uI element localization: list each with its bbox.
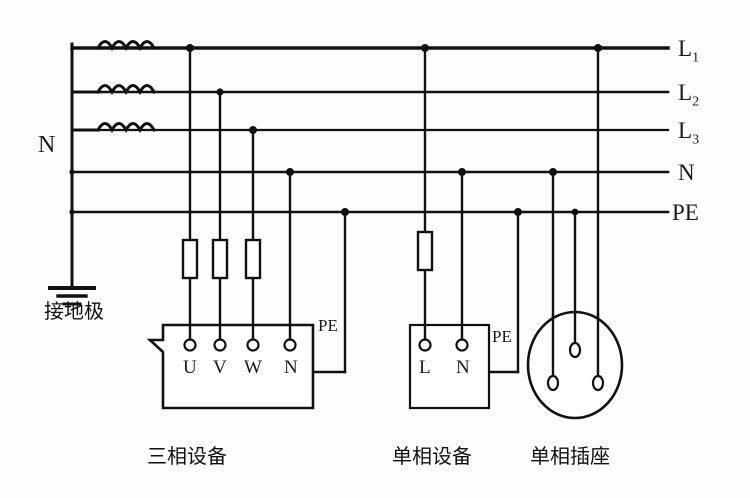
terminal-n-three-phase bbox=[283, 338, 297, 352]
fuse-single-l bbox=[416, 230, 434, 272]
source-neutral-label: N bbox=[38, 132, 56, 158]
bus-label-l3: L3 bbox=[678, 118, 700, 148]
fuse-l2 bbox=[211, 238, 229, 280]
junction-dot-l1-socket bbox=[594, 44, 602, 52]
junction-dot-source-n bbox=[69, 169, 75, 175]
junction-dot-pe-three-phase bbox=[341, 208, 349, 216]
transformer-winding-l2 bbox=[95, 84, 157, 96]
terminal-w bbox=[246, 338, 260, 352]
terminal-label-w: W bbox=[244, 357, 262, 378]
socket-terminal-n bbox=[546, 374, 560, 392]
socket-terminal-l bbox=[591, 374, 605, 392]
terminal-u bbox=[183, 338, 197, 352]
junction-dot-n-socket bbox=[549, 168, 557, 176]
junction-dot-l3-w bbox=[249, 126, 257, 134]
terminal-n-single bbox=[455, 338, 469, 352]
terminal-label-n-three-phase: N bbox=[284, 357, 298, 378]
terminal-l-single bbox=[418, 338, 432, 352]
terminal-v bbox=[213, 338, 227, 352]
junction-dot-n-single bbox=[458, 168, 466, 176]
bus-label-n: N bbox=[678, 160, 695, 185]
junction-dot-pe-socket bbox=[571, 208, 579, 216]
terminal-label-v: V bbox=[213, 357, 227, 378]
transformer-winding-l1 bbox=[95, 40, 157, 52]
transformer-winding-l3 bbox=[95, 122, 157, 134]
caption-three-phase-device: 三相设备 bbox=[147, 444, 227, 468]
bus-label-pe: PE bbox=[672, 200, 699, 225]
junction-dot-l1-u bbox=[186, 44, 194, 52]
earth-electrode-label: 接地极 bbox=[44, 299, 104, 323]
pe-label-three-phase: PE bbox=[318, 316, 338, 335]
fuse-l3 bbox=[244, 238, 262, 280]
pe-label-single-phase: PE bbox=[492, 327, 512, 346]
socket-terminal-pe bbox=[568, 341, 582, 359]
terminal-label-l-single: L bbox=[419, 357, 431, 378]
terminal-label-u: U bbox=[183, 357, 197, 378]
junction-dot-source-pe bbox=[69, 209, 75, 215]
caption-single-phase-device: 单相设备 bbox=[392, 444, 472, 468]
terminal-label-n-single: N bbox=[456, 357, 470, 378]
junction-dot-pe-single bbox=[514, 208, 522, 216]
bus-label-l1: L1 bbox=[678, 36, 700, 66]
caption-single-phase-socket: 单相插座 bbox=[530, 444, 610, 468]
junction-dot-l1-single bbox=[421, 44, 429, 52]
junction-dot-n-device bbox=[286, 168, 294, 176]
fuse-l1 bbox=[181, 238, 199, 280]
bus-label-l2: L2 bbox=[678, 80, 700, 110]
junction-dot-l2-v bbox=[216, 88, 224, 96]
